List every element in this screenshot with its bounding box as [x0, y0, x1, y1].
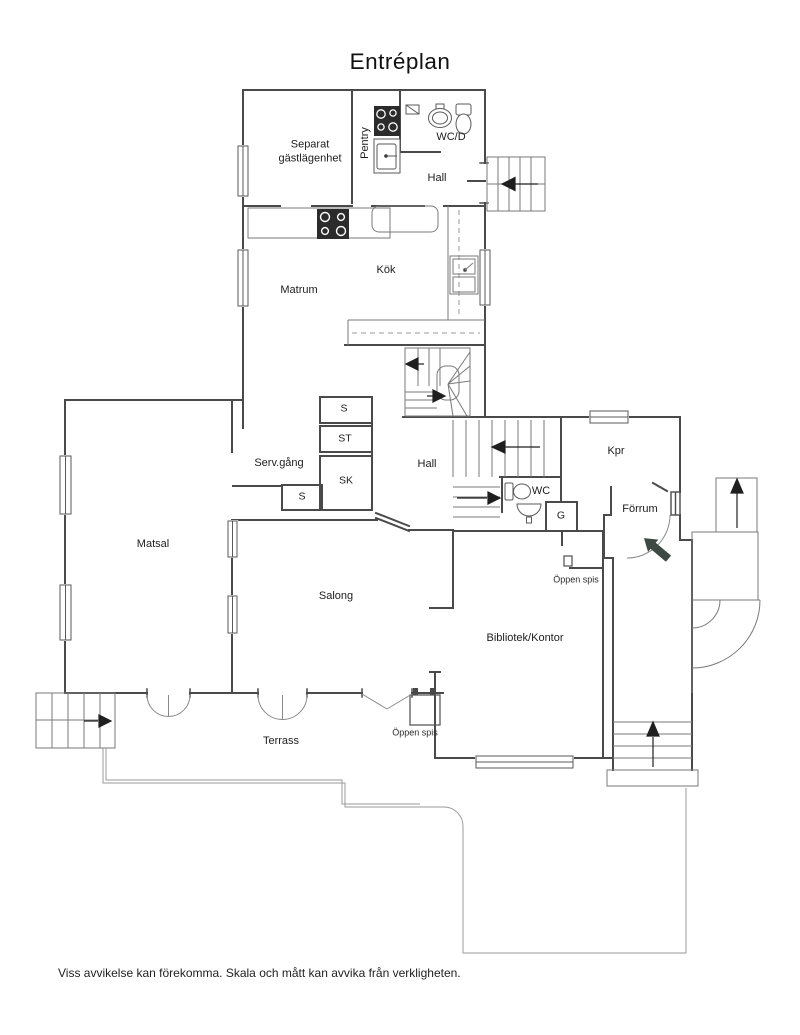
staircase-hall: [452, 420, 545, 518]
closet-label-g: G: [556, 509, 566, 522]
patio-outline: [420, 788, 687, 954]
kitchen-stove-icon: [317, 209, 349, 239]
window: [236, 249, 250, 307]
closet-label-s-lower: S: [298, 490, 306, 503]
terrace-outline: [102, 748, 420, 808]
window: [478, 249, 492, 306]
arrow-ramp-up: [730, 477, 744, 528]
wcd-small-fixture-icon: [405, 104, 420, 115]
pentry-stove-icon: [374, 106, 400, 136]
room-label-matrum: Matrum: [280, 284, 318, 297]
fireplace-bibliotek: [563, 555, 573, 567]
room-label-hall-upper: Hall: [427, 172, 447, 185]
window: [236, 145, 250, 197]
room-label-forrum: Förrum: [622, 503, 658, 516]
wcd-toilet-icon: [455, 103, 472, 135]
closets: [281, 396, 578, 532]
arrow-winder-up: [404, 357, 424, 371]
walls: [64, 89, 693, 771]
door-jambs: [146, 162, 489, 698]
room-label-wc: WC: [531, 485, 551, 498]
staircase-main-winder: [404, 347, 471, 417]
room-label-bibliotek: Bibliotek/Kontor: [486, 632, 564, 645]
room-label-kok: Kök: [376, 264, 396, 277]
pentry-sink-icon: [373, 138, 401, 174]
room-label-wcd: WC/D: [436, 131, 466, 144]
room-label-terrass: Terrass: [262, 735, 300, 748]
closet-label-sk: SK: [338, 474, 354, 487]
label-oppen-spis-terrass: Öppen spis: [392, 727, 438, 738]
closet-label-s-top: S: [340, 402, 348, 415]
kitchen-counter-dashed: [352, 210, 480, 334]
kitchen-counter: [247, 205, 485, 345]
door-swing-arcs: [146, 514, 671, 720]
room-label-kpr: Kpr: [607, 445, 625, 458]
arrow-hall-stair: [490, 440, 540, 454]
open-door-leaf: [374, 511, 411, 533]
arrow-winder-down: [427, 389, 447, 403]
room-label-salong: Salong: [318, 590, 354, 603]
label-oppen-spis-bibliotek: Öppen spis: [553, 574, 599, 585]
window: [475, 755, 574, 769]
windows: [58, 145, 629, 769]
page-title: Entréplan: [349, 49, 451, 74]
room-label-matsal: Matsal: [136, 538, 170, 551]
room-label-pentry: Pentry: [359, 127, 372, 159]
window: [58, 584, 73, 641]
stair-direction-arrows: [84, 176, 744, 767]
window: [589, 410, 629, 424]
window: [58, 455, 73, 515]
disclaimer-text: Viss avvikelse kan förekomma. Skala och …: [58, 966, 461, 980]
room-label-servgang: Serv.gång: [254, 457, 304, 470]
wc-sink-icon: [516, 503, 542, 524]
entrance-curved-steps: [691, 599, 761, 693]
arrow-entrance-steps: [646, 720, 660, 767]
interior-opening: [227, 595, 238, 634]
wc-toilet-icon: [504, 482, 531, 501]
front-door: [670, 491, 681, 516]
closet-label-st: ST: [338, 432, 352, 445]
kitchen-sink-icon: [449, 255, 479, 295]
wcd-sink-icon: [428, 103, 452, 128]
room-label-hall-main: Hall: [417, 458, 437, 471]
room-label-guest-apartment: Separat gästlägenhet: [278, 138, 342, 164]
arrow-guest-stair: [500, 176, 538, 192]
arrow-hall-stair-lower: [457, 491, 502, 505]
interior-opening: [227, 520, 238, 558]
entrance-arrow-icon: [643, 538, 672, 562]
arrow-terrace-steps: [84, 714, 113, 728]
entrance-ramp: [691, 477, 759, 601]
fireplace-salong: [409, 688, 441, 726]
